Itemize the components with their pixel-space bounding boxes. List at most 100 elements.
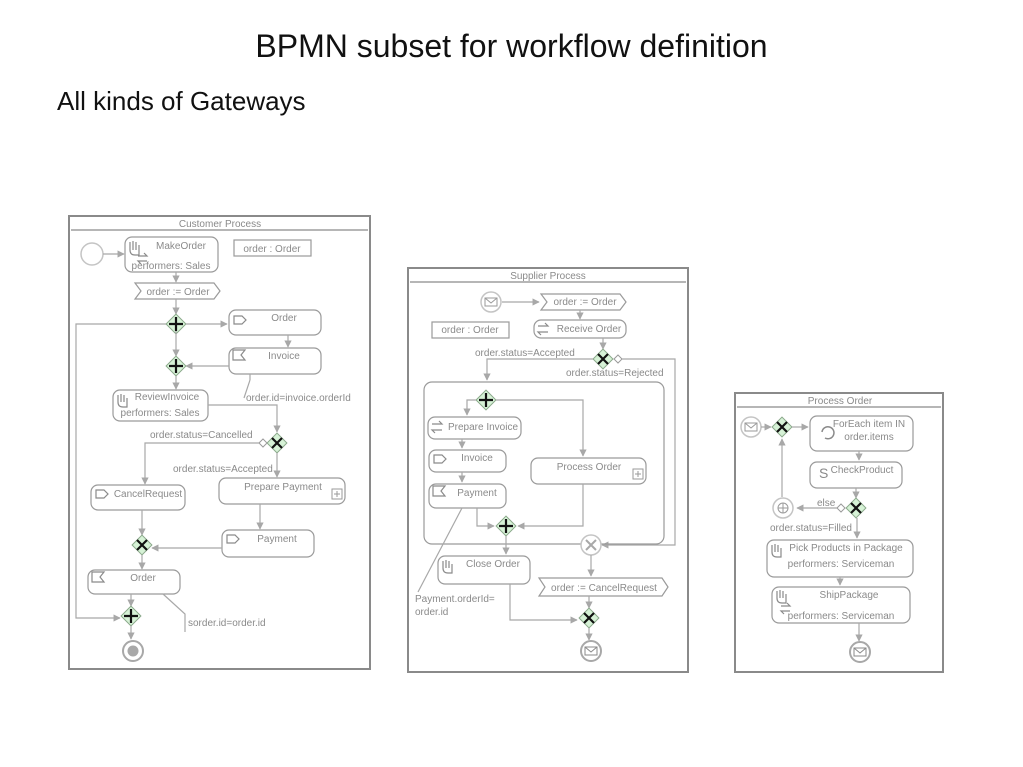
customer-pool-title: Customer Process xyxy=(179,219,261,230)
envelope-icon xyxy=(744,422,758,432)
receive-order-label: Receive Order xyxy=(557,324,622,335)
send-message-icon xyxy=(226,534,240,544)
exchange-arrows-icon xyxy=(779,602,792,615)
exclusive-gateway-1[interactable] xyxy=(266,432,288,454)
order-receive-task[interactable]: Order xyxy=(87,569,181,595)
message-start-event[interactable] xyxy=(480,291,502,313)
foreach-label-2: order.items xyxy=(844,432,893,443)
make-order-label: MakeOrder xyxy=(156,241,207,252)
supplier-order-object-label: order : Order xyxy=(441,325,499,336)
prepare-invoice-task[interactable]: Prepare Invoice xyxy=(427,416,522,440)
supplier-parallel-gateway-2[interactable] xyxy=(495,515,517,537)
process-exclusive-gateway-1[interactable] xyxy=(771,416,793,438)
payment-receive-label: Payment xyxy=(457,488,497,499)
review-invoice-performers: performers: Sales xyxy=(121,408,200,419)
review-invoice-label: ReviewInvoice xyxy=(135,392,200,403)
cancel-request-task[interactable]: CancelRequest xyxy=(90,484,186,511)
process-message-start-event[interactable] xyxy=(740,416,762,438)
prepare-payment-subprocess[interactable]: Prepare Payment xyxy=(218,477,346,505)
receive-message-icon xyxy=(232,349,247,361)
close-order-task[interactable]: Close Order xyxy=(437,555,531,585)
invoice-correlation-label: order.id=invoice.orderId xyxy=(246,393,351,404)
parallel-gateway-2[interactable] xyxy=(165,355,187,377)
expand-plus-icon xyxy=(635,471,641,477)
else-label: else xyxy=(817,498,836,509)
end-event[interactable] xyxy=(122,640,144,662)
sorder-correlation-label: sorder.id=order.id xyxy=(188,618,266,629)
make-order-performers: performers: Sales xyxy=(132,261,211,272)
link-event[interactable] xyxy=(772,497,794,519)
payment-correlation-label-2: order.id xyxy=(415,607,448,618)
supplier-assign-order-step[interactable]: order := Order xyxy=(539,293,627,311)
process-order-pool-title: Process Order xyxy=(808,396,873,407)
loop-icon xyxy=(821,426,835,440)
payment-receive-task[interactable]: Payment xyxy=(428,483,507,509)
filled-condition-label: order.status=Filled xyxy=(770,523,852,534)
ship-package-task[interactable]: ShipPackage performers: Serviceman xyxy=(771,586,911,624)
invoice-send-label: Invoice xyxy=(461,453,493,464)
prepare-payment-label: Prepare Payment xyxy=(244,482,322,493)
supplier-exclusive-gateway-1[interactable] xyxy=(592,348,614,370)
foreach-loop-task[interactable]: ForEach item IN order.items xyxy=(809,415,914,452)
pick-products-label: Pick Products in Package xyxy=(789,543,903,554)
process-order-pool: Process Order ForEach item IN order.item… xyxy=(734,392,944,673)
check-product-label: CheckProduct xyxy=(831,465,894,476)
envelope-icon xyxy=(853,647,867,657)
cancel-request-label: CancelRequest xyxy=(114,489,183,500)
parallel-gateway-3[interactable] xyxy=(120,605,142,627)
start-event[interactable] xyxy=(80,242,104,266)
parallel-gateway-1[interactable] xyxy=(165,313,187,335)
exchange-arrows-icon xyxy=(536,322,550,336)
check-product-task[interactable]: S CheckProduct xyxy=(809,461,903,489)
order-receive-label: Order xyxy=(130,573,156,584)
slide-subtitle: All kinds of Gateways xyxy=(57,86,306,116)
make-order-task[interactable]: MakeOrder performers: Sales xyxy=(124,236,219,273)
exclusive-gateway-2[interactable] xyxy=(131,534,153,556)
prepare-invoice-label: Prepare Invoice xyxy=(448,422,518,433)
supplier-order-data-object[interactable]: order : Order xyxy=(431,321,510,339)
pick-products-task[interactable]: Pick Products in Package performers: Ser… xyxy=(766,539,914,578)
send-message-icon xyxy=(233,315,247,325)
manual-hand-icon xyxy=(771,544,782,558)
manual-hand-icon xyxy=(129,241,140,256)
cancel-event[interactable] xyxy=(580,534,602,556)
accepted-condition-label: order.status=Accepted xyxy=(173,464,273,475)
invoice-send-task[interactable]: Invoice xyxy=(428,449,507,473)
manual-hand-icon xyxy=(117,394,128,408)
process-order-label: Process Order xyxy=(557,462,622,473)
envelope-icon xyxy=(484,297,498,307)
invoice-receive-task[interactable]: Invoice xyxy=(228,347,322,375)
receive-message-icon xyxy=(432,485,447,497)
supplier-exclusive-gateway-2[interactable] xyxy=(578,607,600,629)
assign-cancel-request-label: order := CancelRequest xyxy=(551,583,657,594)
process-message-end-event[interactable] xyxy=(849,641,871,663)
manual-hand-icon xyxy=(442,560,453,574)
message-end-event[interactable] xyxy=(580,640,602,662)
order-data-object[interactable]: order : Order xyxy=(233,239,312,257)
send-message-icon xyxy=(95,489,109,499)
review-invoice-task[interactable]: ReviewInvoice performers: Sales xyxy=(112,389,209,422)
assign-order-step[interactable]: order := Order xyxy=(133,282,221,300)
cancelled-condition-label: order.status=Cancelled xyxy=(150,430,253,441)
supplier-process-pool: Supplier Process order := Order order : … xyxy=(407,267,689,673)
exchange-arrows-icon xyxy=(430,420,444,434)
payment-send-task[interactable]: Payment xyxy=(221,529,315,558)
assign-cancel-request-step[interactable]: order := CancelRequest xyxy=(537,577,669,597)
manual-hand-icon xyxy=(776,590,787,604)
supplier-pool-title: Supplier Process xyxy=(510,271,586,282)
payment-label: Payment xyxy=(257,534,297,545)
supplier-accepted-condition-label: order.status=Accepted xyxy=(475,348,575,359)
order-send-task[interactable]: Order xyxy=(228,309,322,336)
supplier-parallel-gateway-1[interactable] xyxy=(475,389,497,411)
close-order-label: Close Order xyxy=(466,559,521,570)
inner-subprocess-frame xyxy=(423,381,665,545)
receive-order-task[interactable]: Receive Order xyxy=(533,319,627,339)
pick-products-performers: performers: Serviceman xyxy=(788,559,895,570)
envelope-icon xyxy=(584,646,598,656)
customer-process-pool: Customer Process MakeOrder performers: S… xyxy=(68,215,371,670)
process-exclusive-gateway-2[interactable] xyxy=(845,497,867,519)
process-order-subprocess[interactable]: Process Order xyxy=(530,457,647,485)
invoice-receive-label: Invoice xyxy=(268,351,300,362)
ship-package-performers: performers: Serviceman xyxy=(788,611,895,622)
